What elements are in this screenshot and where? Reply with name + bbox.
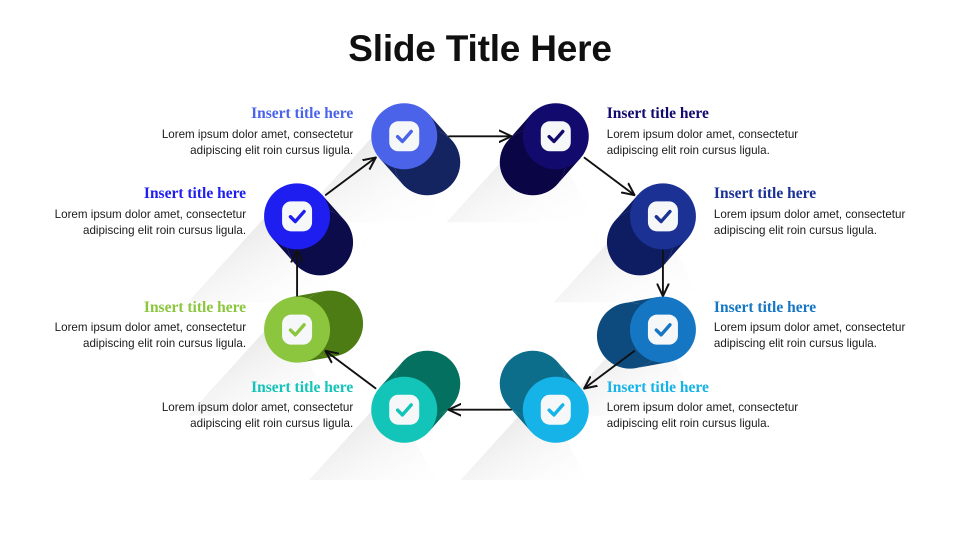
check-icon	[654, 323, 672, 337]
check-badge	[647, 314, 678, 345]
node-title-6: Insert title here	[251, 378, 354, 396]
cycle-node-4[interactable]	[629, 296, 696, 363]
cycle-node-2[interactable]	[522, 103, 589, 170]
cycle-node-6[interactable]	[371, 376, 438, 443]
node-title-4: Insert title here	[713, 298, 817, 316]
check-badge	[540, 121, 571, 152]
node-body-5: Lorem ipsum dolor amet, consectetur adip…	[606, 401, 799, 431]
check-icon	[547, 403, 565, 417]
node-faces	[264, 103, 696, 443]
node-title-3: Insert title here	[713, 185, 817, 203]
flow-arrow-8	[324, 158, 376, 196]
node-title-5: Insert title here	[606, 378, 709, 396]
flow-arrow-6	[326, 351, 377, 390]
node-shadow	[309, 409, 436, 480]
node-body-7: Lorem ipsum dolor amet, consectetur adip…	[54, 321, 247, 351]
cycle-node-8[interactable]	[264, 183, 331, 250]
node-body-4: Lorem ipsum dolor amet, consectetur adip…	[713, 321, 906, 351]
node-title-7: Insert title here	[143, 298, 247, 316]
node-body-1: Lorem ipsum dolor amet, consectetur adip…	[161, 127, 354, 157]
node-body-6: Lorem ipsum dolor amet, consectetur adip…	[161, 401, 354, 431]
node-body-2: Lorem ipsum dolor amet, consectetur adip…	[606, 127, 799, 157]
flow-arrow-2	[583, 156, 635, 195]
check-icon	[288, 209, 306, 224]
cycle-node-1[interactable]	[371, 103, 438, 170]
check-icon	[547, 129, 565, 144]
check-icon	[395, 129, 413, 144]
cycle-node-3[interactable]	[629, 183, 696, 250]
diagram-graphics	[187, 103, 703, 480]
node-title-1: Insert title here	[251, 105, 354, 123]
check-badge	[647, 201, 678, 232]
flow-arrow-4	[585, 350, 636, 388]
cycle-node-5[interactable]	[522, 376, 589, 443]
flow-arrows	[297, 136, 663, 409]
cycle-node-7[interactable]	[264, 296, 331, 363]
node-body-8: Lorem ipsum dolor amet, consectetur adip…	[54, 207, 247, 237]
node-shadow	[460, 409, 588, 480]
node-title-8: Insert title here	[143, 185, 247, 203]
check-badge	[389, 121, 420, 152]
check-badge	[282, 201, 313, 232]
check-badge	[389, 394, 420, 425]
check-icon	[288, 323, 306, 337]
check-badge	[540, 394, 571, 425]
check-icon	[654, 209, 672, 224]
node-title-2: Insert title here	[606, 105, 709, 123]
check-icon	[395, 403, 413, 417]
check-badge	[282, 314, 313, 345]
node-body-3: Lorem ipsum dolor amet, consectetur adip…	[713, 207, 906, 237]
page-title: Slide Title Here	[348, 28, 612, 69]
